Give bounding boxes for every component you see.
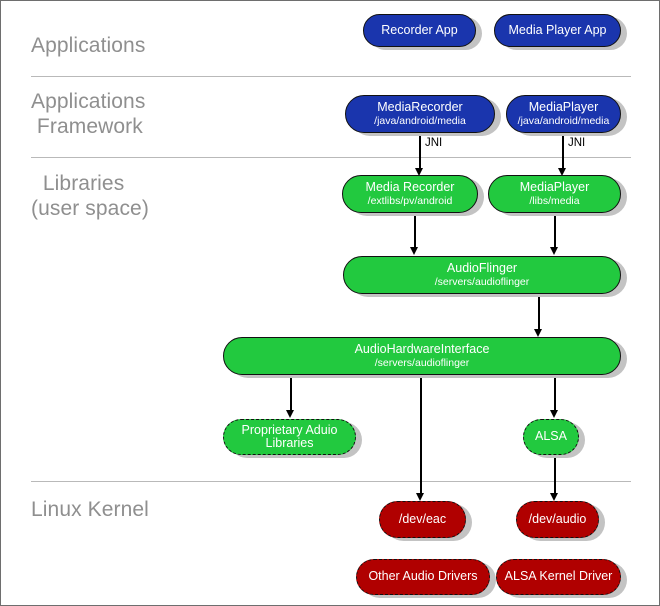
node-mediaplayer-library-path: /libs/media xyxy=(529,194,580,207)
edge-label-jni-right: JNI xyxy=(568,137,586,149)
node-audiohardwareinterface-title: AudioHardwareInterface xyxy=(354,342,490,357)
connector-audioflinger-to-audiohardwareinterface xyxy=(538,295,540,331)
divider-applications-framework xyxy=(31,157,631,158)
layer-label-applications-framework: Applications Framework xyxy=(31,90,146,138)
layer-label-linux-kernel: Linux Kernel xyxy=(31,498,149,521)
connector-mediaplayer-lib-to-audioflinger xyxy=(554,214,556,249)
node-alsa-kernel-driver[interactable]: ALSA Kernel Driver xyxy=(496,559,621,595)
node-alsa[interactable]: ALSA xyxy=(523,419,579,455)
arrowhead-mediarecorder-lib-to-audioflinger xyxy=(410,247,418,255)
edge-label-jni-left: JNI xyxy=(425,137,443,149)
arrowhead-mediaplayer-jni xyxy=(558,168,566,176)
arrowhead-audioflinger-to-audiohardwareinterface xyxy=(534,329,542,337)
node-other-audio-drivers-title: Other Audio Drivers xyxy=(368,569,478,584)
node-mediarecorder-library-title: Media Recorder xyxy=(365,180,455,195)
node-mediarecorder-framework-title: MediaRecorder xyxy=(377,100,463,115)
connector-ahi-to-alsa xyxy=(554,376,556,412)
divider-applications xyxy=(31,76,631,77)
node-mediaplayer-framework[interactable]: MediaPlayer /java/android/media xyxy=(506,95,621,133)
divider-linux-kernel xyxy=(31,481,631,482)
node-proprietary-audio-libraries-title: Proprietary Aduio xyxy=(241,422,338,437)
connector-ahi-to-dev-eac xyxy=(420,376,422,496)
arrowhead-mediaplayer-lib-to-audioflinger xyxy=(550,247,558,255)
node-dev-audio[interactable]: /dev/audio xyxy=(516,501,599,538)
connector-mediaplayer-jni xyxy=(562,134,564,170)
connector-ahi-to-proprietary-libraries xyxy=(290,376,292,412)
arrowhead-ahi-to-proprietary-libraries xyxy=(286,410,294,418)
node-audiohardwareinterface-path: /servers/audioflinger xyxy=(374,356,470,369)
node-dev-eac-title: /dev/eac xyxy=(398,511,447,526)
node-proprietary-audio-libraries[interactable]: Proprietary Aduio Libraries xyxy=(223,419,356,455)
node-mediarecorder-framework[interactable]: MediaRecorder /java/android/media xyxy=(345,95,495,133)
node-mediaplayer-framework-title: MediaPlayer xyxy=(528,100,599,115)
arrowhead-alsa-to-dev-audio xyxy=(550,493,558,501)
node-proprietary-audio-libraries-title-line2: Libraries xyxy=(265,436,314,450)
arrowhead-mediarecorder-jni xyxy=(415,168,423,176)
layer-label-applications: Applications xyxy=(31,34,146,57)
node-media-player-app-title: Media Player App xyxy=(508,22,607,37)
layer-label-libraries: Libraries (user space) xyxy=(31,172,149,220)
node-mediaplayer-library-title: MediaPlayer xyxy=(519,180,590,195)
node-audiohardwareinterface[interactable]: AudioHardwareInterface /servers/audiofli… xyxy=(223,337,621,375)
node-mediarecorder-library-path: /extlibs/pv/android xyxy=(367,194,453,207)
arrowhead-ahi-to-dev-eac xyxy=(416,493,424,501)
node-media-player-app[interactable]: Media Player App xyxy=(494,14,621,47)
node-mediarecorder-library[interactable]: Media Recorder /extlibs/pv/android xyxy=(342,175,478,213)
arrowhead-ahi-to-alsa xyxy=(550,410,558,418)
connector-alsa-to-dev-audio xyxy=(554,454,556,496)
node-audioflinger[interactable]: AudioFlinger /servers/audioflinger xyxy=(343,256,621,294)
node-mediaplayer-framework-path: /java/android/media xyxy=(517,114,610,127)
connector-mediarecorder-jni xyxy=(419,134,421,170)
node-dev-audio-title: /dev/audio xyxy=(528,511,587,526)
node-audioflinger-path: /servers/audioflinger xyxy=(434,275,530,288)
node-alsa-title: ALSA xyxy=(535,429,567,444)
node-other-audio-drivers[interactable]: Other Audio Drivers xyxy=(356,559,490,595)
node-mediarecorder-framework-path: /java/android/media xyxy=(374,114,466,127)
node-audioflinger-title: AudioFlinger xyxy=(446,261,518,276)
node-mediaplayer-library[interactable]: MediaPlayer /libs/media xyxy=(488,175,621,213)
connector-mediarecorder-lib-to-audioflinger xyxy=(414,214,416,249)
node-dev-eac[interactable]: /dev/eac xyxy=(379,501,466,538)
node-alsa-kernel-driver-title: ALSA Kernel Driver xyxy=(504,569,613,584)
node-recorder-app[interactable]: Recorder App xyxy=(363,14,476,47)
node-recorder-app-title: Recorder App xyxy=(381,22,458,37)
